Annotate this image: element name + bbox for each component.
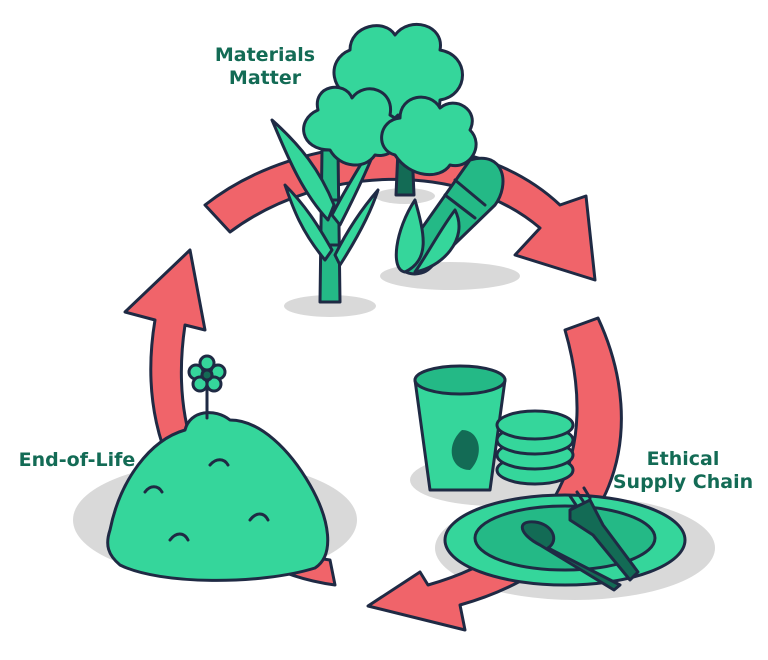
- label-ethical-supply-chain: Ethical Supply Chain: [612, 448, 754, 493]
- leaf-icon: [451, 430, 479, 470]
- corn-icon: [394, 156, 505, 276]
- fork-icon: [568, 486, 640, 582]
- tree-icon: [302, 22, 478, 197]
- flower-icon: [187, 354, 227, 420]
- materials-shadow: [284, 295, 376, 317]
- bowl-stack-icon: [495, 409, 575, 486]
- label-materials-matter: Materials Matter: [214, 44, 316, 89]
- compost-mound-icon: [106, 411, 330, 582]
- cup-icon: [413, 364, 507, 492]
- label-end-of-life: End-of-Life: [18, 449, 136, 471]
- plate-icon: [443, 493, 687, 587]
- spoon-icon: [521, 520, 622, 592]
